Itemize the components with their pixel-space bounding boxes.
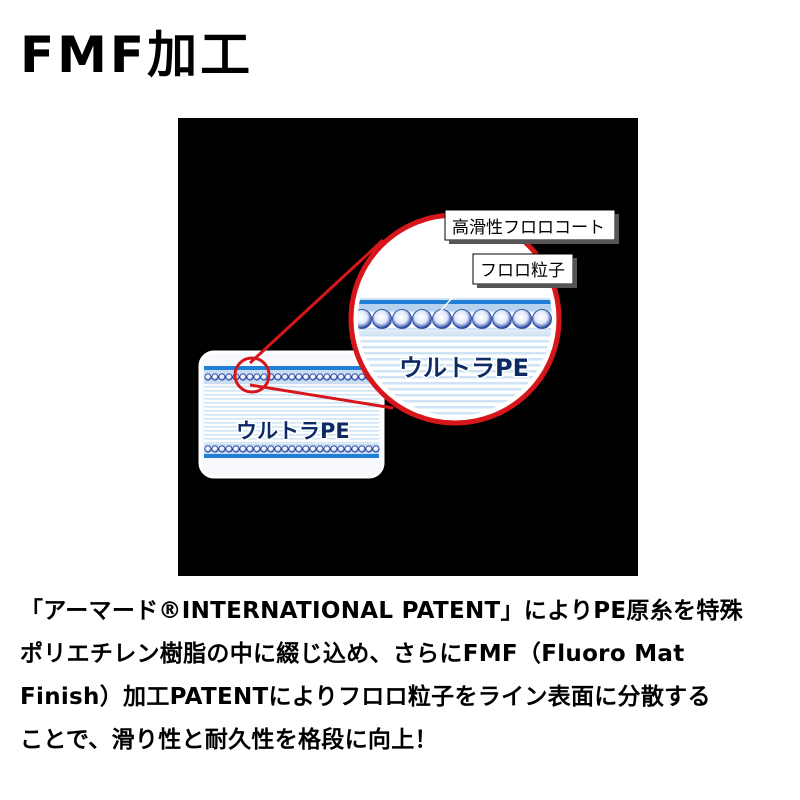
small-particle xyxy=(253,373,261,381)
small-particle xyxy=(225,445,233,453)
small-particle xyxy=(204,373,212,381)
fluoro-particle xyxy=(492,309,512,329)
small-particle xyxy=(218,373,226,381)
small-particle xyxy=(246,373,254,381)
small-particle xyxy=(337,373,345,381)
small-particle xyxy=(267,445,275,453)
small-particle xyxy=(260,373,268,381)
small-particle xyxy=(337,445,345,453)
small-particle xyxy=(239,445,247,453)
fluoro-particle xyxy=(472,309,492,329)
small-particle xyxy=(204,445,212,453)
magnifier-lines xyxy=(233,238,394,410)
coat-label: 高滑性フロロコート xyxy=(452,218,605,238)
small-particle xyxy=(372,445,380,453)
fluoro-particle xyxy=(412,309,432,329)
fluoro-particle xyxy=(452,309,472,329)
description-line: ポリエチレン樹脂の中に綴じ込め、さらにFMF（Fluoro Mat xyxy=(20,641,685,667)
small-particle xyxy=(288,445,296,453)
small-particle xyxy=(281,445,289,453)
magnified-cross-section: ウルトラPE xyxy=(348,212,562,426)
small-particle xyxy=(295,373,303,381)
small-particle xyxy=(323,373,331,381)
small-particle xyxy=(288,373,296,381)
fluoro-particle xyxy=(532,309,552,329)
small-particle xyxy=(232,445,240,453)
fluoro-particles xyxy=(358,309,552,329)
small-particle xyxy=(295,445,303,453)
small-particle xyxy=(365,445,373,453)
fluoro-particle xyxy=(358,309,372,329)
particle-label: フロロ粒子 xyxy=(480,261,565,281)
small-cross-section: ウルトラPE xyxy=(198,350,385,479)
small-particle xyxy=(211,373,219,381)
small-particle xyxy=(309,445,317,453)
label-leaders xyxy=(401,221,479,315)
small-particle xyxy=(246,445,254,453)
description-line: 「アーマード®INTERNATIONAL PATENT」によりPE原糸を特殊 xyxy=(20,598,743,624)
small-particle xyxy=(351,445,359,453)
small-particle xyxy=(274,445,282,453)
fmf-diagram: ウルトラPE ウルトラPE xyxy=(178,118,638,576)
small-particle xyxy=(316,445,324,453)
small-particle xyxy=(351,373,359,381)
small-particle xyxy=(239,373,247,381)
small-particle xyxy=(330,373,338,381)
fluoro-particle xyxy=(372,309,392,329)
small-particle xyxy=(218,445,226,453)
small-particle xyxy=(330,445,338,453)
fluoro-particle xyxy=(392,309,412,329)
small-core-label: ウルトラPE xyxy=(236,419,350,443)
small-particle xyxy=(344,373,352,381)
large-core-label: ウルトラPE xyxy=(399,354,529,382)
particle-label-box: フロロ粒子 xyxy=(472,253,577,288)
small-particle xyxy=(302,373,310,381)
small-particle xyxy=(225,373,233,381)
description: 「アーマード®INTERNATIONAL PATENT」によりPE原糸を特殊 ポ… xyxy=(20,590,788,762)
small-bottom-particles xyxy=(204,445,380,453)
small-particle xyxy=(302,445,310,453)
small-particle xyxy=(358,373,366,381)
small-particle xyxy=(253,445,261,453)
small-particle xyxy=(211,445,219,453)
small-particle xyxy=(344,445,352,453)
small-particle xyxy=(309,373,317,381)
small-particle xyxy=(316,373,324,381)
fluoro-particle xyxy=(512,309,532,329)
description-line: Finish）加工PATENTによりフロロ粒子をライン表面に分散する xyxy=(20,684,711,710)
small-particle xyxy=(281,373,289,381)
small-top-particles xyxy=(204,373,380,381)
small-particle xyxy=(323,445,331,453)
small-particle xyxy=(274,373,282,381)
coat-label-box: 高滑性フロロコート xyxy=(444,209,619,244)
small-particle xyxy=(260,445,268,453)
page-title: FMF加工 xyxy=(20,26,254,84)
small-particle xyxy=(358,445,366,453)
fmf-diagram-svg: ウルトラPE ウルトラPE xyxy=(198,209,619,479)
description-line: ことで、滑り性と耐久性を格段に向上！ xyxy=(20,727,438,753)
fluoro-particle xyxy=(432,309,452,329)
